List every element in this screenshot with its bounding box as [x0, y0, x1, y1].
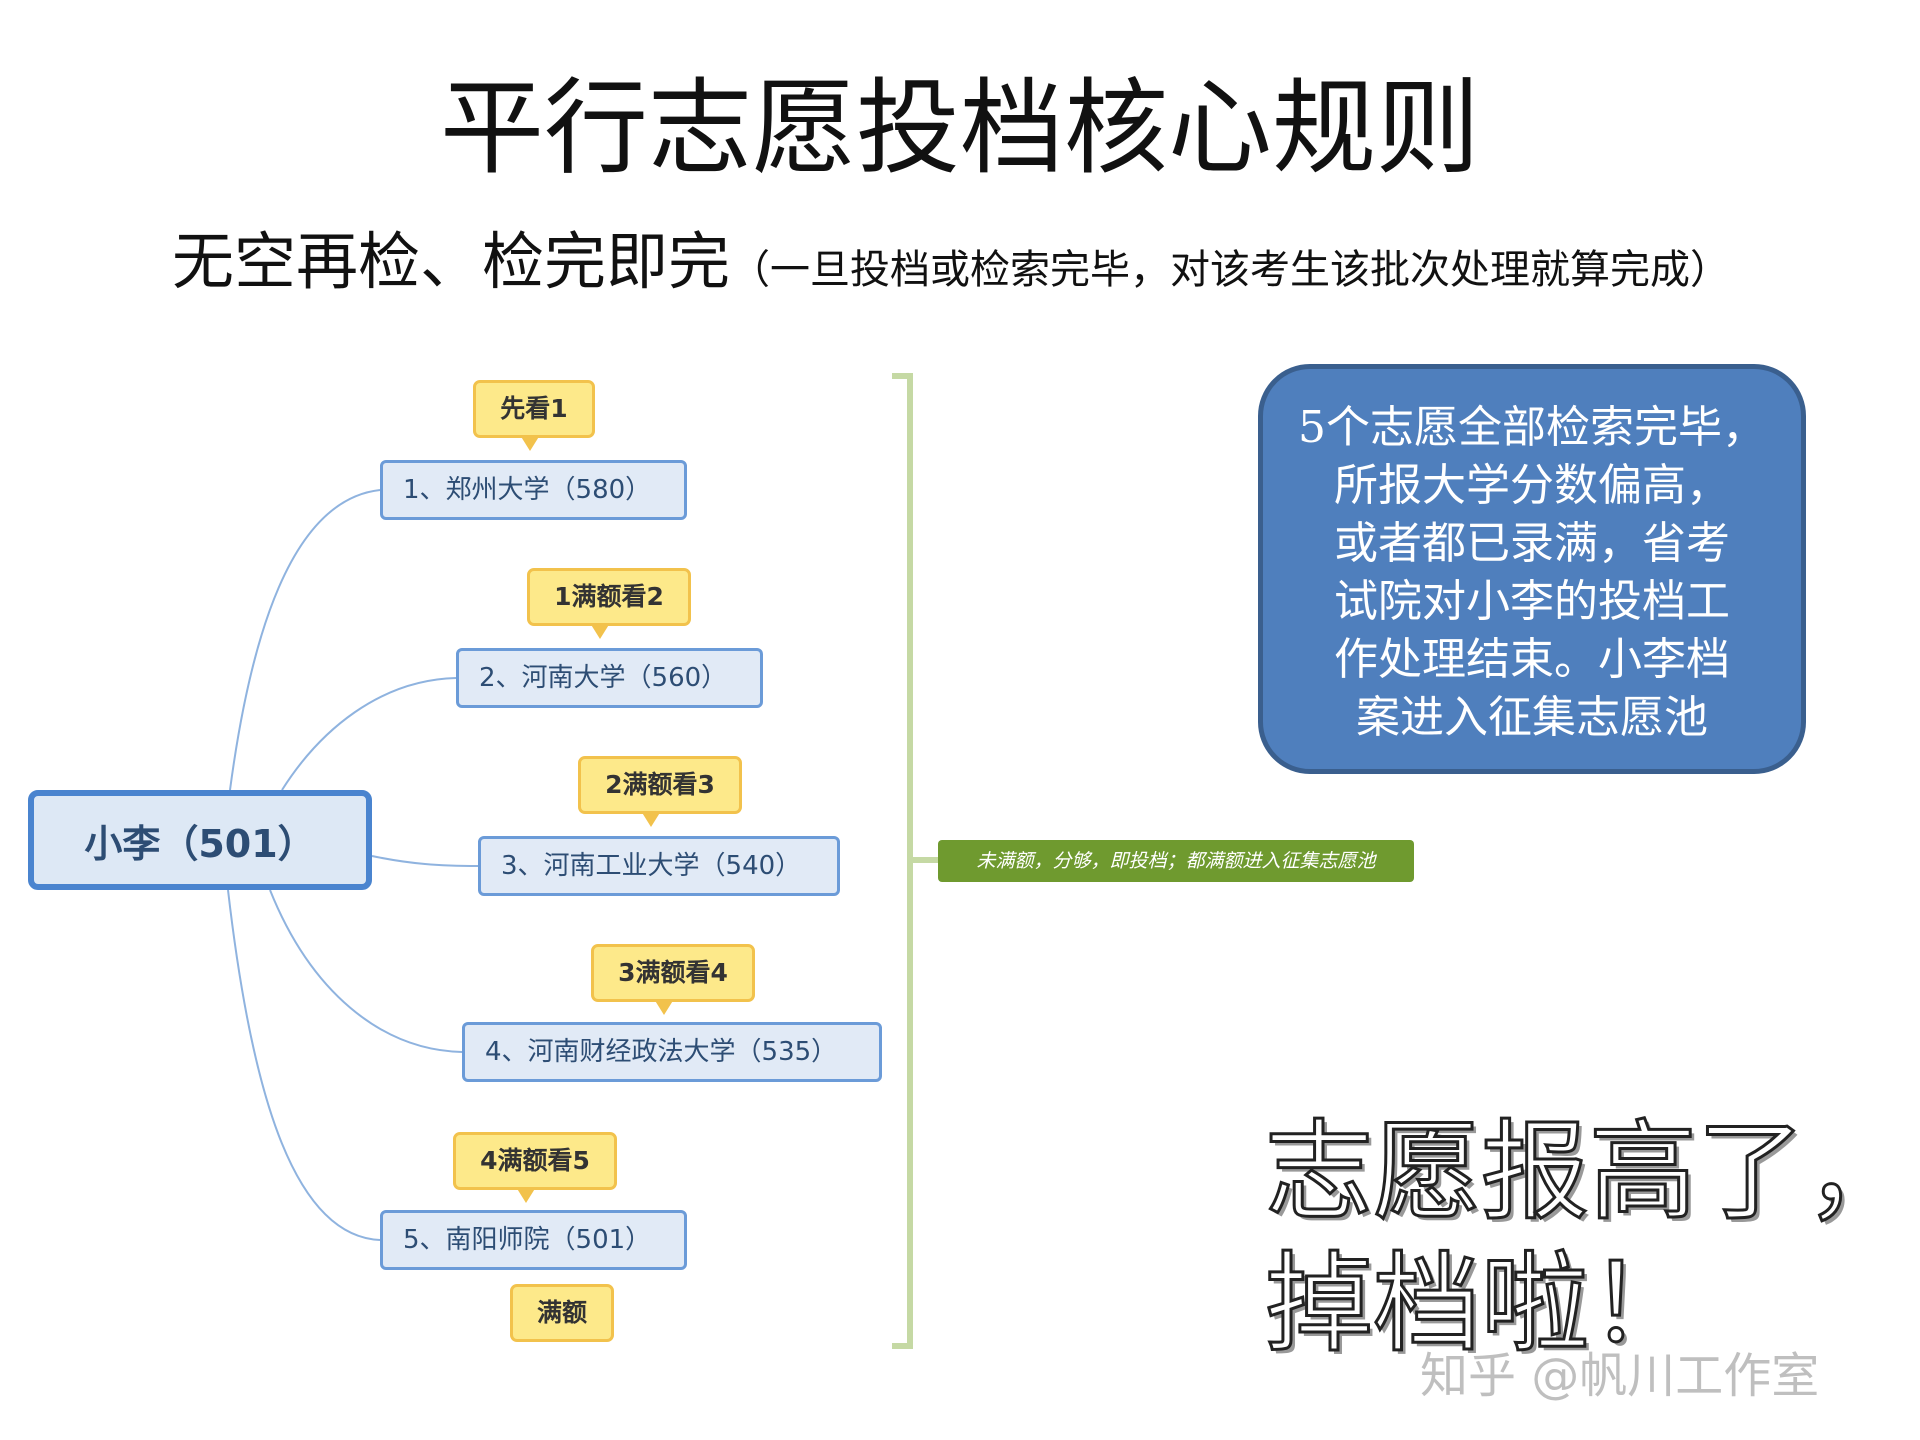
subtitle-main: 无空再检、检完即完	[172, 225, 731, 298]
info-line-6: 案进入征集志愿池	[1356, 692, 1708, 743]
connector-4	[269, 889, 463, 1053]
bracket-summary-label: 未满额，分够，即投档；都满额进入征集志愿池	[938, 840, 1414, 882]
result-info-box: 5个志愿全部检索完毕， 所报大学分数偏高， 或者都已录满，省考 试院对小李的投档…	[1258, 364, 1806, 774]
university-node-5: 5、南阳师院（501）	[380, 1210, 687, 1270]
connector-5	[227, 889, 381, 1241]
page-title: 平行志愿投档核心规则	[439, 67, 1480, 189]
connector-3	[371, 855, 479, 867]
info-line-2: 所报大学分数偏高，	[1334, 460, 1730, 511]
callout-5: 4满额看5	[453, 1132, 617, 1203]
university-node-2: 2、河南大学（560）	[456, 648, 763, 708]
callout-full: 满额	[510, 1284, 614, 1342]
big-warning-line-2: 掉档啦！	[1264, 1241, 1699, 1369]
subtitle-note: （一旦投档或检索完毕，对该考生该批次处理就算完成）	[730, 247, 1731, 293]
university-node-3: 3、河南工业大学（540）	[478, 836, 840, 896]
right-bracket	[892, 373, 938, 1349]
watermark: 知乎 @帆川工作室	[1420, 1348, 1820, 1404]
big-warning-line-1: 志愿报高了，	[1264, 1109, 1915, 1237]
callout-4: 3满额看4	[591, 944, 755, 1015]
university-node-4: 4、河南财经政法大学（535）	[462, 1022, 882, 1082]
callout-2: 1满额看2	[527, 568, 691, 639]
connector-2	[281, 677, 457, 791]
callout-3: 2满额看3	[578, 756, 742, 827]
callout-1: 先看1	[473, 380, 595, 451]
root-node-student: 小李（501）	[28, 790, 372, 890]
info-line-5: 作处理结束。小李档	[1334, 634, 1730, 685]
info-line-1: 5个志愿全部检索完毕，	[1298, 402, 1766, 453]
subtitle: 无空再检、检完即完（一旦投档或检索完毕，对该考生该批次处理就算完成）	[172, 222, 1892, 302]
connector-1	[229, 489, 381, 791]
info-line-4: 试院对小李的投档工	[1334, 576, 1730, 627]
university-node-1: 1、郑州大学（580）	[380, 460, 687, 520]
info-line-3: 或者都已录满，省考	[1334, 518, 1730, 569]
